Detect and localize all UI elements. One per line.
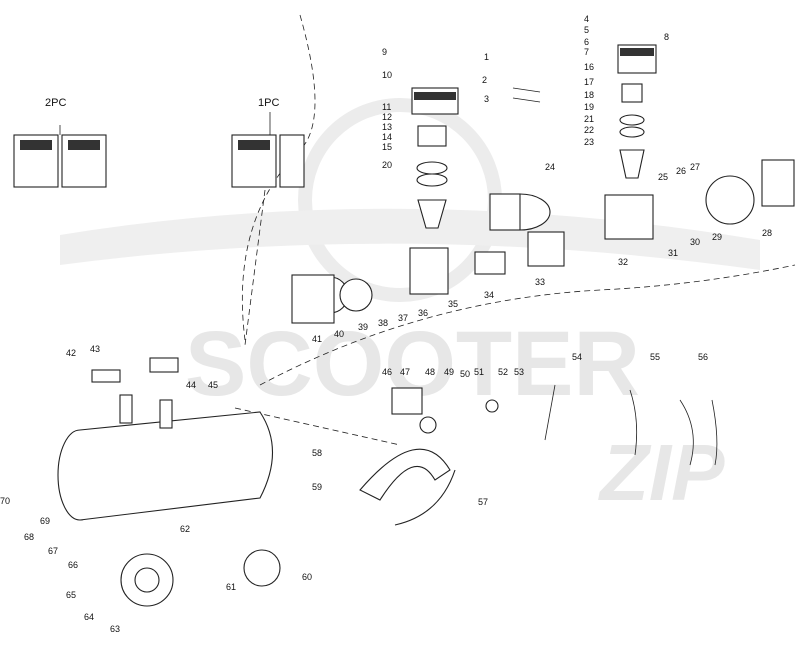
part-label-5: 5 [584,25,589,35]
part-number-labels: 1234567891011121314151617181920212223242… [0,14,772,634]
part-label-12: 12 [382,112,392,122]
part-label-64: 64 [84,612,94,622]
part-label-57: 57 [478,497,488,507]
one-pc-label: 1PC [258,97,279,109]
part-label-56: 56 [698,352,708,362]
part-label-37: 37 [398,313,408,323]
cylinder-head-assembly-right [617,44,657,179]
part-label-53: 53 [514,367,524,377]
part-label-17: 17 [584,77,594,87]
part-label-16: 16 [584,62,594,72]
part-label-11: 11 [382,102,391,112]
pressure-switch-group [391,384,718,466]
part-label-26: 26 [676,166,686,176]
part-label-3: 3 [484,94,489,104]
part-label-36: 36 [418,308,428,318]
part-label-33: 33 [535,277,545,287]
part-label-8: 8 [664,32,669,42]
part-label-27: 27 [690,162,700,172]
part-label-38: 38 [378,318,388,328]
cylinder-head-assembly-center [411,87,541,229]
part-label-25: 25 [658,172,668,182]
part-label-24: 24 [545,162,555,172]
part-label-52: 52 [498,367,508,377]
motor-crankcase-row [291,159,795,324]
part-label-60: 60 [302,572,312,582]
part-label-40: 40 [334,329,344,339]
watermark-subtext: ZIP [598,428,725,517]
part-label-28: 28 [762,228,772,238]
part-label-48: 48 [425,367,435,377]
part-label-41: 41 [312,334,322,344]
part-label-65: 65 [66,590,76,600]
part-label-45: 45 [208,380,218,390]
part-label-70: 70 [0,496,10,506]
part-label-6: 6 [584,37,589,47]
dashed-leader-1pc [244,189,266,346]
part-label-58: 58 [312,448,322,458]
two-pc-label: 2PC [45,97,66,109]
part-label-4: 4 [584,14,589,24]
part-label-47: 47 [400,367,410,377]
dashed-leader-tank [234,407,401,446]
part-label-62: 62 [180,524,190,534]
part-label-10: 10 [382,70,392,80]
part-label-18: 18 [584,90,594,100]
part-label-29: 29 [712,232,722,242]
part-label-34: 34 [484,290,494,300]
part-label-1: 1 [484,52,489,62]
part-label-9: 9 [382,47,387,57]
part-label-69: 69 [40,516,50,526]
part-label-68: 68 [24,532,34,542]
part-label-39: 39 [358,322,368,332]
part-label-46: 46 [382,367,392,377]
part-label-55: 55 [650,352,660,362]
part-label-54: 54 [572,352,582,362]
part-label-49: 49 [444,367,454,377]
part-label-42: 42 [66,348,76,358]
one-pc-pump-illustration: 1PC [231,97,305,188]
part-label-14: 14 [382,132,392,142]
part-label-2: 2 [482,75,487,85]
part-label-20: 20 [382,160,392,170]
part-label-43: 43 [90,344,100,354]
part-label-21: 21 [584,114,594,124]
part-label-59: 59 [312,482,322,492]
part-label-67: 67 [48,546,58,556]
part-label-35: 35 [448,299,458,309]
part-label-22: 22 [584,125,594,135]
part-label-19: 19 [584,102,594,112]
dashed-boundary-bottom [259,264,796,386]
part-label-13: 13 [382,122,392,132]
tank-assembly [57,357,456,607]
part-label-66: 66 [68,560,78,570]
part-label-31: 31 [668,248,678,258]
part-label-30: 30 [690,237,700,247]
part-label-63: 63 [110,624,120,634]
part-label-51: 51 [474,367,484,377]
part-label-15: 15 [382,142,392,152]
part-label-23: 23 [584,137,594,147]
part-label-44: 44 [186,380,196,390]
part-label-32: 32 [618,257,628,267]
part-label-61: 61 [226,582,236,592]
part-label-7: 7 [584,47,589,57]
two-pc-pump-illustration: 2PC [13,97,107,188]
part-label-50: 50 [460,369,470,379]
